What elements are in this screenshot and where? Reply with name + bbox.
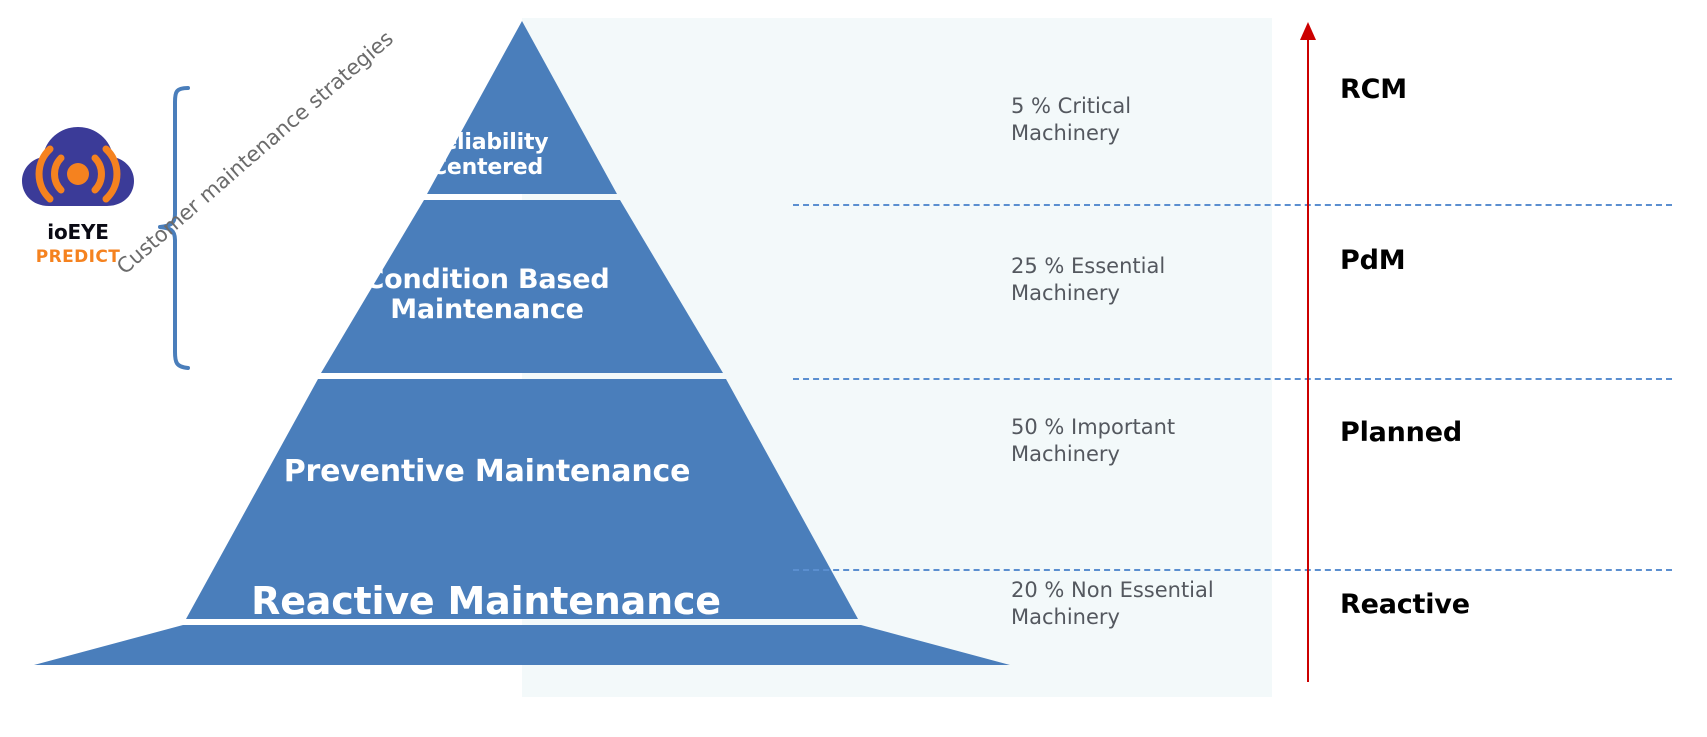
pyramid-tier-condition-based[interactable] (321, 200, 723, 373)
tier-label-condition-based: Condition Based Maintenance (364, 264, 610, 326)
dashed-separator-planned-reactive (793, 569, 1672, 571)
percentage-note-non-essential: 20 % Non Essential Machinery (1011, 578, 1214, 629)
up-arrow-axis (1307, 30, 1309, 682)
strategy-label-planned: Planned (1340, 417, 1462, 448)
dashed-separator-pdm-planned (793, 378, 1672, 380)
logo-name: ioEYE (47, 220, 109, 244)
tier-label-reactive: Reactive Maintenance (251, 579, 721, 623)
strategy-label-rcm: RCM (1340, 74, 1407, 105)
percentage-note-critical: 5 % Critical Machinery (1011, 94, 1132, 145)
pyramid-tier-preventive[interactable] (186, 379, 858, 619)
tier-label-reliability-centered: Reliability Centered (425, 130, 549, 180)
percentage-note-essential: 25 % Essential Machinery (1011, 254, 1166, 305)
logo-subtitle: PREDICT (35, 247, 121, 267)
pyramid-tier-reliability-centered[interactable] (427, 21, 617, 194)
product-logo[interactable]: ioEYE PREDICT (8, 120, 148, 267)
percentage-note-important: 50 % Important Machinery (1011, 415, 1176, 466)
dashed-separator-rcm-pdm (793, 204, 1672, 206)
strategy-label-reactive: Reactive (1340, 589, 1470, 620)
pyramid-tier-reactive[interactable] (34, 625, 1010, 665)
tier-label-preventive: Preventive Maintenance (283, 454, 691, 489)
strategy-label-pdm: PdM (1340, 245, 1406, 276)
cloud-signal-icon (22, 127, 134, 206)
curly-brace-icon (158, 86, 190, 370)
